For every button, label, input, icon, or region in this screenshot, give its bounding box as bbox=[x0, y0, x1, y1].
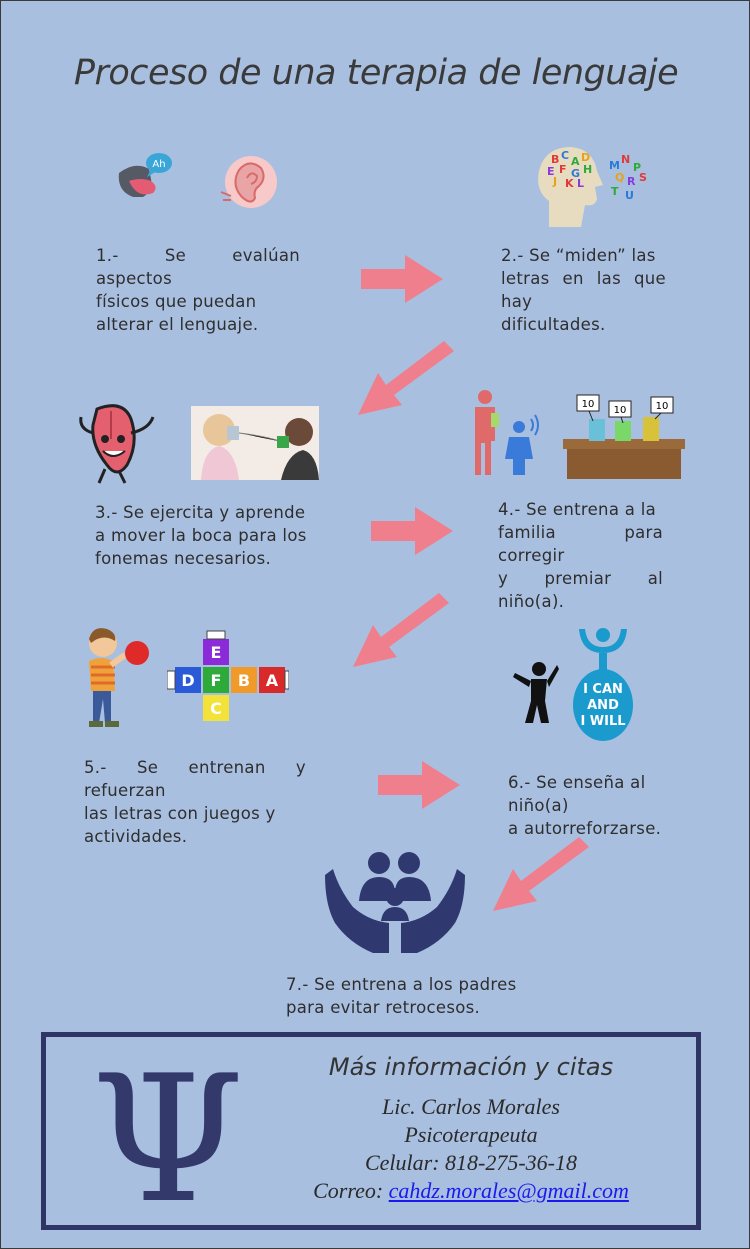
bubble-text: Ah bbox=[152, 159, 165, 170]
cube-letter: B bbox=[238, 671, 250, 690]
svg-text:M: M bbox=[609, 159, 620, 172]
arrow-down-left-icon bbox=[493, 837, 589, 911]
email-label: Correo: bbox=[313, 1178, 384, 1203]
svg-text:T: T bbox=[611, 185, 619, 198]
step-4-text: 4.- Se entrena a la familia para corregi… bbox=[498, 498, 663, 613]
speech-bubble-icon bbox=[146, 153, 172, 173]
step-3-line: a mover la boca para los bbox=[95, 526, 307, 545]
step-3-text: 3.- Se ejercita y aprende a mover la boc… bbox=[95, 501, 325, 570]
svg-text:A: A bbox=[571, 155, 580, 168]
tongue-character-icon bbox=[79, 404, 155, 484]
and-text: AND bbox=[587, 698, 619, 713]
family-hands-icon bbox=[325, 852, 465, 953]
phone-number: 818-275-36-18 bbox=[445, 1150, 578, 1175]
step-4-line: 4.- Se entrena a la bbox=[498, 500, 657, 519]
step-1-line: 1.- Se evalúan aspectos bbox=[96, 246, 300, 288]
step-4-line: familia para corregir bbox=[498, 523, 663, 565]
svg-text:G: G bbox=[571, 167, 580, 180]
step-5-text: 5.- Se entrenan y refuerzan las letras c… bbox=[84, 756, 306, 848]
arrow-right-icon bbox=[371, 507, 453, 555]
ear-icon bbox=[220, 156, 277, 208]
email-link[interactable]: cahdz.morales@gmail.com bbox=[388, 1178, 629, 1203]
svg-text:R: R bbox=[627, 175, 636, 188]
score-card-1: 10 bbox=[582, 399, 595, 410]
svg-text:N: N bbox=[621, 153, 630, 166]
arrow-right-icon bbox=[378, 761, 460, 809]
step-1-line: alterar el lenguaje. bbox=[96, 315, 259, 334]
svg-text:E: E bbox=[547, 165, 555, 178]
step-4-line: y premiar al niño(a). bbox=[498, 569, 663, 611]
svg-text:L: L bbox=[577, 177, 584, 190]
step-5-line: 5.- Se entrenan y refuerzan bbox=[84, 758, 306, 800]
step-1-text: 1.- Se evalúan aspectos físicos que pued… bbox=[96, 244, 300, 336]
score-card-3: 10 bbox=[656, 401, 669, 412]
arrow-down-left-icon bbox=[353, 593, 449, 667]
step-5-line: actividades. bbox=[84, 827, 188, 846]
step-7-line: para evitar retrocesos. bbox=[286, 998, 481, 1017]
svg-text:F: F bbox=[559, 163, 567, 176]
step-1-line: físicos que puedan bbox=[96, 292, 257, 311]
phone-label: Celular: bbox=[364, 1150, 440, 1175]
arrow-down-left-icon bbox=[358, 341, 454, 415]
psi-logo: Ψ bbox=[91, 1039, 245, 1242]
contact-heading: Más información y citas bbox=[328, 1053, 614, 1081]
i-can-and-i-will-icon: I CAN AND I WILL bbox=[573, 628, 633, 741]
cube-letter: F bbox=[211, 671, 222, 690]
svg-text:C: C bbox=[561, 149, 569, 162]
cube-letter: D bbox=[181, 671, 194, 690]
page-title: Proceso de una terapia de lenguaje bbox=[73, 53, 679, 93]
step-7-text: 7.- Se entrena a los padres para evitar … bbox=[286, 973, 526, 1019]
svg-text:K: K bbox=[565, 177, 574, 190]
svg-text:B: B bbox=[551, 153, 559, 166]
contact-box bbox=[41, 1032, 701, 1230]
i-can-text: I CAN bbox=[583, 682, 623, 697]
cube-letter: A bbox=[266, 671, 279, 690]
letter-cube-net-icon: E D F B A C bbox=[167, 630, 289, 721]
judges-scorecards-icon: 10 10 10 bbox=[563, 394, 685, 479]
step-2-line: letras en las que hay bbox=[501, 269, 666, 311]
svg-text:U: U bbox=[625, 189, 634, 202]
phone-line: Celular: 818-275-36-18 bbox=[271, 1150, 671, 1176]
boy-balloon-icon bbox=[89, 628, 149, 727]
arrow-right-icon bbox=[361, 255, 443, 303]
svg-text:D: D bbox=[581, 151, 590, 164]
cheering-person-icon bbox=[513, 662, 559, 723]
step-3-line: 3.- Se ejercita y aprende bbox=[95, 503, 306, 522]
mouth-tongue-icon: Ah bbox=[118, 153, 172, 197]
therapist-name: Lic. Carlos Morales bbox=[382, 1094, 560, 1119]
step-6-text: 6.- Se enseña al niño(a) a autorreforzar… bbox=[508, 771, 708, 840]
step-2-line: dificultades. bbox=[501, 315, 606, 334]
step-2-line: 2.- Se “miden” las bbox=[501, 246, 656, 265]
svg-text:P: P bbox=[633, 161, 641, 174]
step-7-line: 7.- Se entrena a los padres bbox=[286, 975, 517, 994]
step-6-line: 6.- Se enseña al niño(a) bbox=[508, 773, 646, 815]
step-2-text: 2.- Se “miden” las letras en las que hay… bbox=[501, 244, 666, 336]
cube-letter: E bbox=[211, 643, 222, 662]
parent-child-icon bbox=[475, 390, 539, 475]
i-will-text: I WILL bbox=[580, 714, 625, 729]
svg-text:S: S bbox=[639, 171, 647, 184]
svg-text:H: H bbox=[583, 163, 592, 176]
tin-can-phone-photo bbox=[191, 406, 319, 480]
svg-text:J: J bbox=[552, 175, 557, 188]
step-6-line: a autorreforzarse. bbox=[508, 819, 662, 838]
step-5-line: las letras con juegos y bbox=[84, 804, 276, 823]
svg-text:Q: Q bbox=[615, 171, 624, 184]
score-card-2: 10 bbox=[614, 405, 627, 416]
therapist-role: Psicoterapeuta bbox=[404, 1122, 538, 1147]
cube-letter: C bbox=[210, 699, 222, 718]
step-3-line: fonemas necesarios. bbox=[95, 549, 272, 568]
email-line: Correo: cahdz.morales@gmail.com bbox=[271, 1178, 671, 1204]
